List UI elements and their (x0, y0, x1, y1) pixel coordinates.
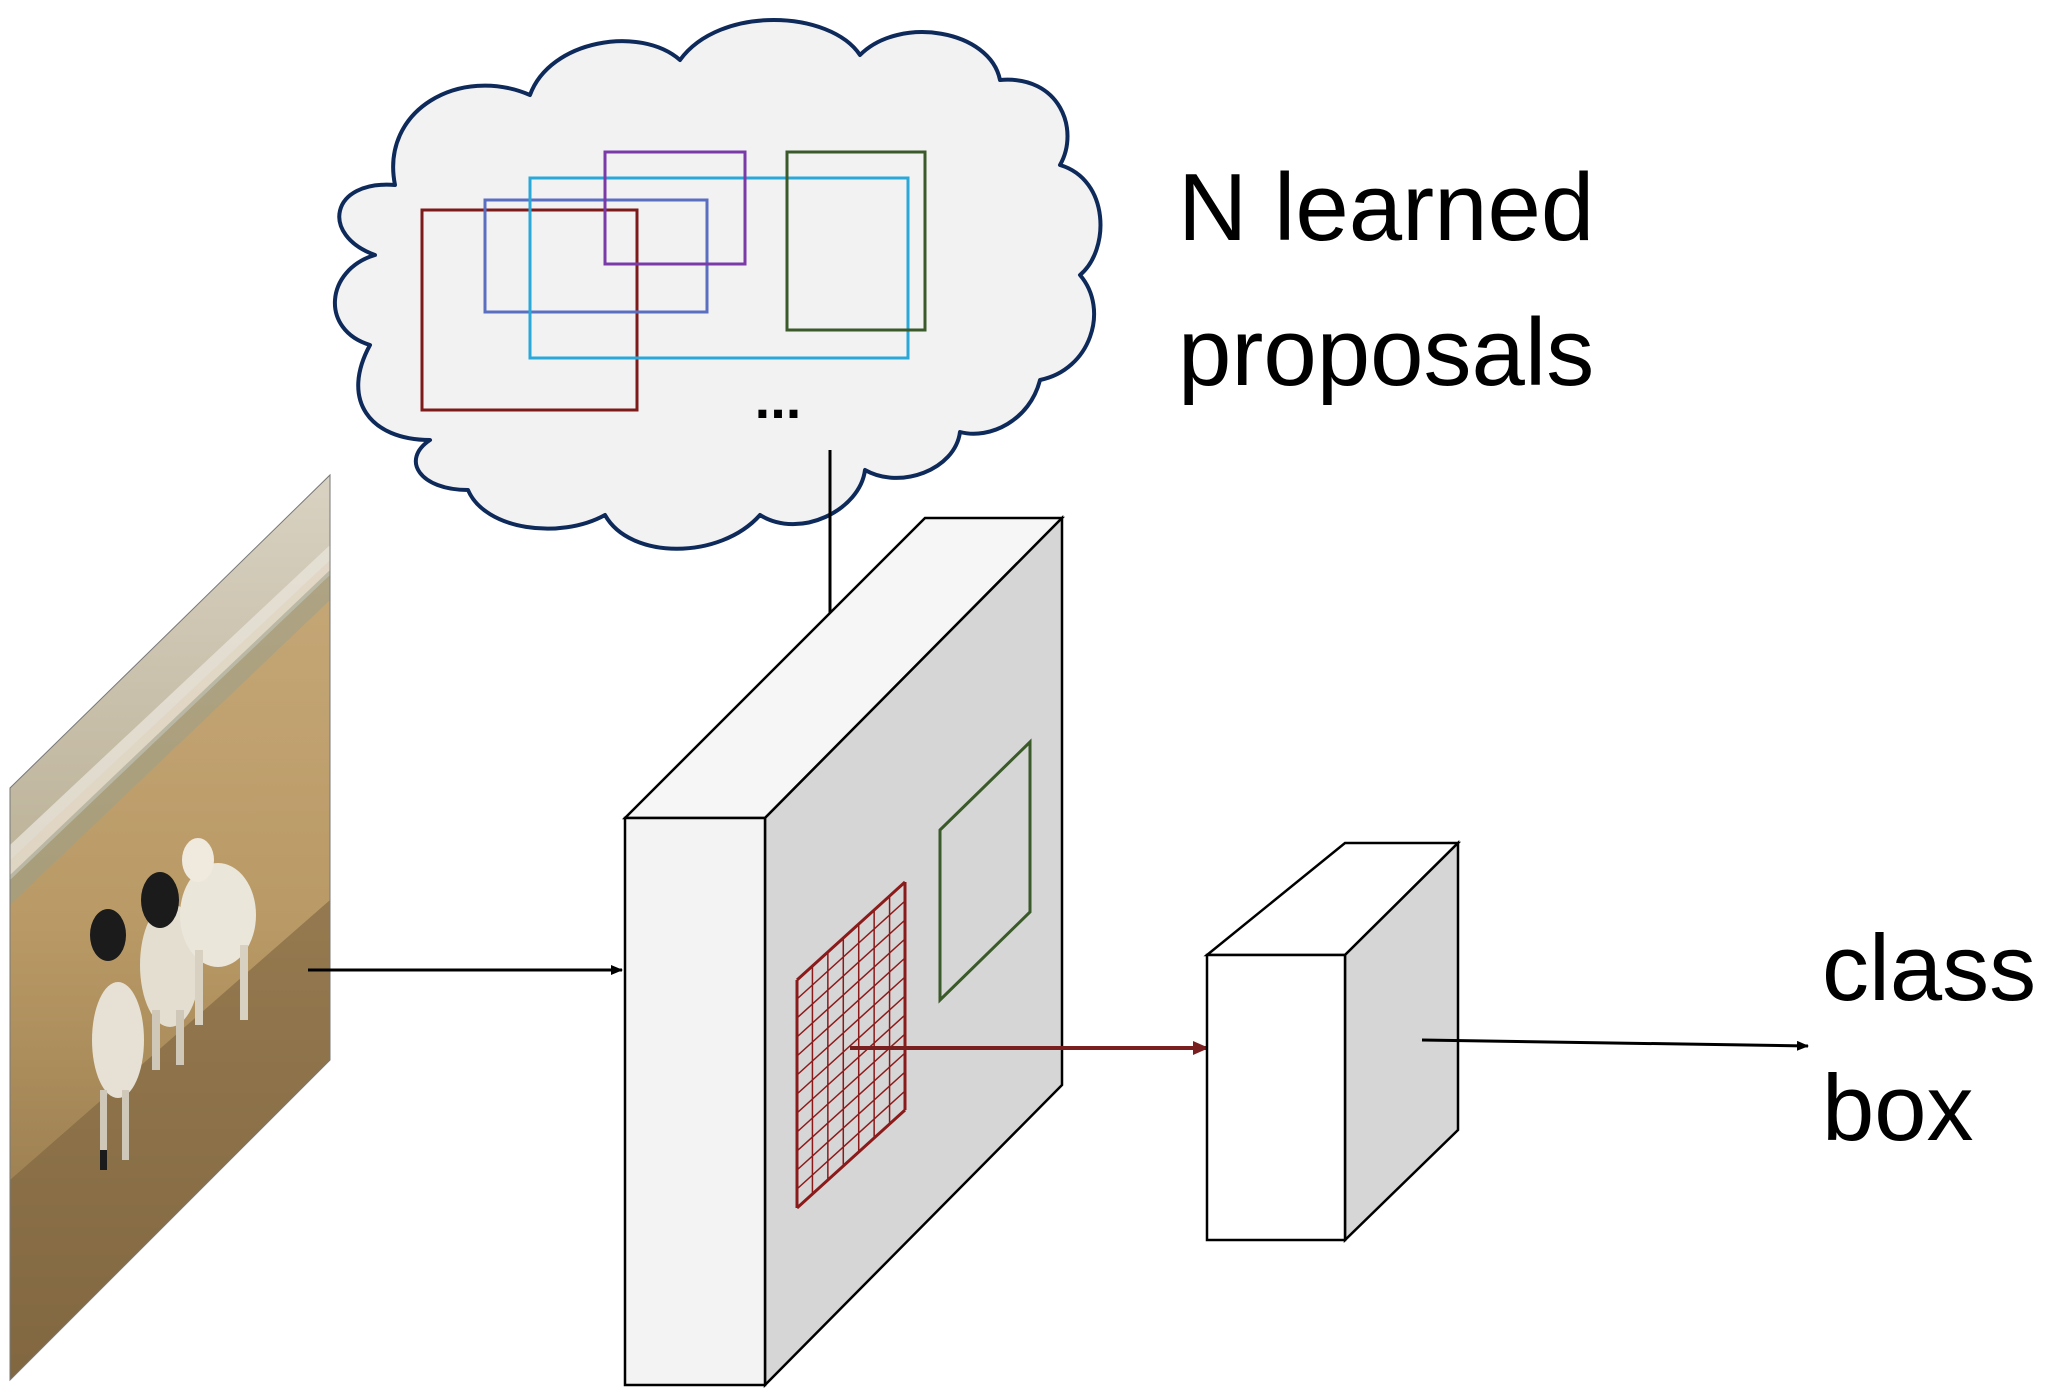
output-box-label: box (1822, 1055, 1974, 1160)
feature-map-block (621, 514, 1065, 1388)
roi-grid-line (796, 1014, 906, 1114)
lamb-figure (90, 909, 144, 1170)
lamb-figure (180, 838, 256, 1025)
roi-grid-line (795, 880, 907, 982)
input-image (9, 473, 331, 1382)
roi-grid-line (796, 919, 906, 1019)
output-class-label: class (1822, 915, 2036, 1020)
proposal-box-cyan (528, 176, 910, 360)
head-block (1203, 840, 1462, 1243)
head-to-output-arrow (1421, 1038, 1809, 1051)
roi-grid-line (796, 938, 906, 1038)
proposal-box-blue (483, 198, 709, 314)
roi-grid-line (796, 1033, 906, 1133)
proposal-box-purple (603, 150, 747, 266)
roi-grid-line (796, 900, 906, 1000)
head-block-front (1205, 953, 1347, 1242)
roi-grid-line (796, 957, 906, 1057)
roi-grid-line (796, 1071, 906, 1171)
roi-grid-line (796, 976, 906, 1076)
proposal-box-green (785, 150, 927, 332)
proposals-label-line2: proposals (1178, 299, 1594, 406)
feature-map-front (623, 816, 767, 1387)
roi-grid (795, 880, 907, 1210)
proposals-cloud: ... (332, 18, 1103, 551)
roi-grid-line (796, 1052, 906, 1152)
proposals-label-line1: N learned (1178, 154, 1594, 261)
feature-green-region (938, 738, 1032, 1004)
roi-grid-line (795, 1108, 907, 1210)
proposals-ellipsis: ... (755, 367, 802, 430)
roi-grid-line (796, 1090, 906, 1190)
cloud-shape (332, 18, 1103, 551)
roi-grid-line (796, 995, 906, 1095)
